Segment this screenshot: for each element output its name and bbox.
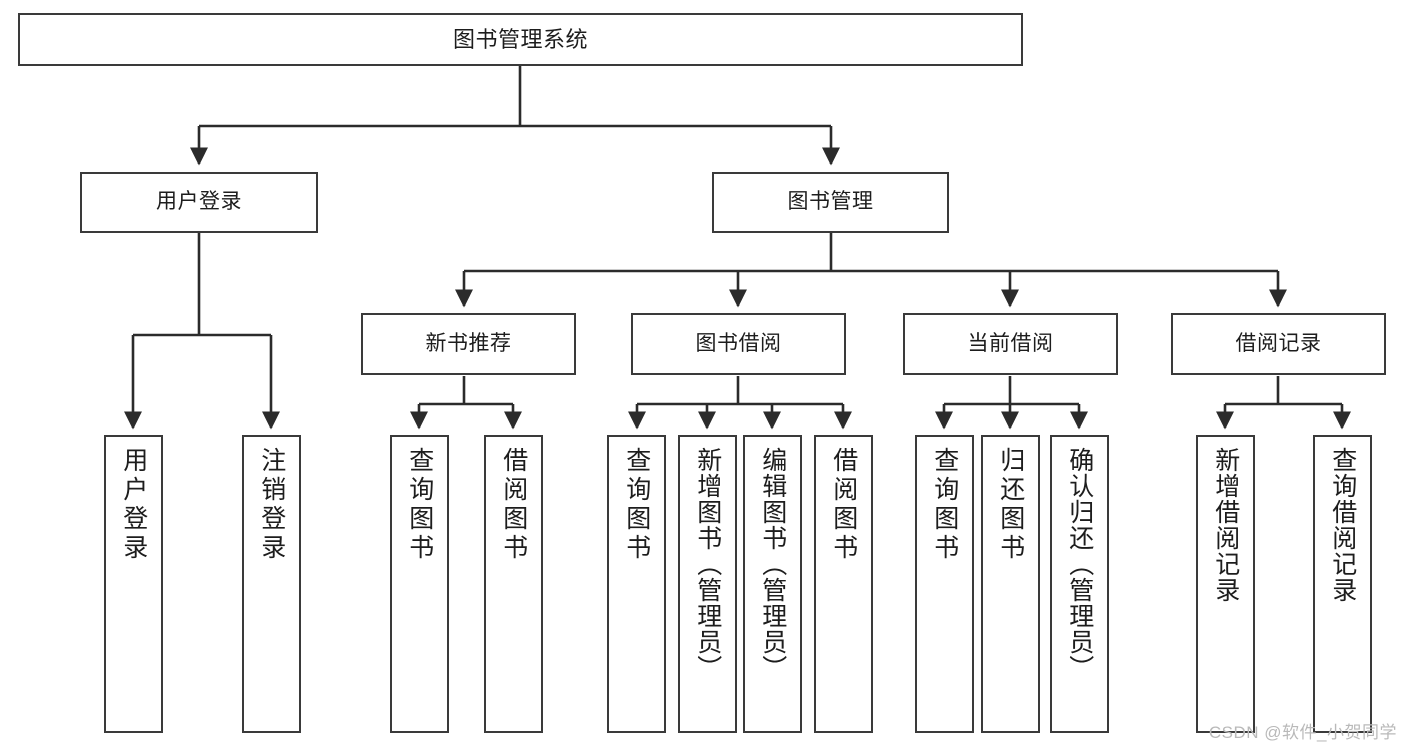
- leaf-query-book-current[interactable]: 查询图书: [915, 435, 974, 733]
- node-label: 查询图书: [405, 447, 434, 563]
- node-label: 图书管理: [787, 190, 874, 214]
- node-label: 注销登录: [257, 447, 286, 563]
- node-book-management[interactable]: 图书管理: [712, 172, 949, 233]
- node-label: 用户登录: [119, 447, 148, 563]
- node-label: 当前借阅: [967, 331, 1054, 355]
- node-label: 查询借阅记录: [1328, 447, 1357, 603]
- node-label: 归还图书: [996, 447, 1025, 563]
- node-label: 借阅记录: [1235, 331, 1322, 355]
- leaf-query-book-borrow[interactable]: 查询图书: [607, 435, 666, 733]
- leaf-borrow-book[interactable]: 借阅图书: [814, 435, 873, 733]
- node-root-book-management-system[interactable]: 图书管理系统: [18, 13, 1023, 66]
- leaf-borrow-book-new[interactable]: 借阅图书: [484, 435, 543, 733]
- node-current-borrowing[interactable]: 当前借阅: [903, 313, 1118, 375]
- node-label: 新增借阅记录: [1211, 447, 1240, 603]
- node-user-login[interactable]: 用户登录: [80, 172, 318, 233]
- node-label: 图书管理系统: [452, 26, 588, 52]
- node-label: 图书借阅: [695, 331, 782, 355]
- leaf-return-book[interactable]: 归还图书: [981, 435, 1040, 733]
- node-label: 编辑图书（管理员）: [758, 447, 787, 681]
- leaf-logout[interactable]: 注销登录: [242, 435, 301, 733]
- leaf-user-login[interactable]: 用户登录: [104, 435, 163, 733]
- node-label: 新增图书（管理员）: [693, 447, 722, 681]
- node-book-borrowing[interactable]: 图书借阅: [631, 313, 846, 375]
- node-label: 借阅图书: [829, 447, 858, 563]
- node-label: 确认归还（管理员）: [1065, 447, 1094, 681]
- node-label: 用户登录: [156, 190, 242, 214]
- node-label: 新书推荐: [425, 331, 512, 355]
- node-label: 查询图书: [930, 447, 959, 563]
- node-label: 查询图书: [622, 447, 651, 563]
- node-new-book-recommendation[interactable]: 新书推荐: [361, 313, 576, 375]
- node-label: 借阅图书: [499, 447, 528, 563]
- leaf-query-borrow-record[interactable]: 查询借阅记录: [1313, 435, 1372, 733]
- leaf-confirm-return-admin[interactable]: 确认归还（管理员）: [1050, 435, 1109, 733]
- leaf-add-book-admin[interactable]: 新增图书（管理员）: [678, 435, 737, 733]
- csdn-watermark: CSDN @软件_小贺同学: [1208, 723, 1397, 742]
- leaf-query-book-new[interactable]: 查询图书: [390, 435, 449, 733]
- leaf-add-borrow-record[interactable]: 新增借阅记录: [1196, 435, 1255, 733]
- leaf-edit-book-admin[interactable]: 编辑图书（管理员）: [743, 435, 802, 733]
- node-borrow-records[interactable]: 借阅记录: [1171, 313, 1386, 375]
